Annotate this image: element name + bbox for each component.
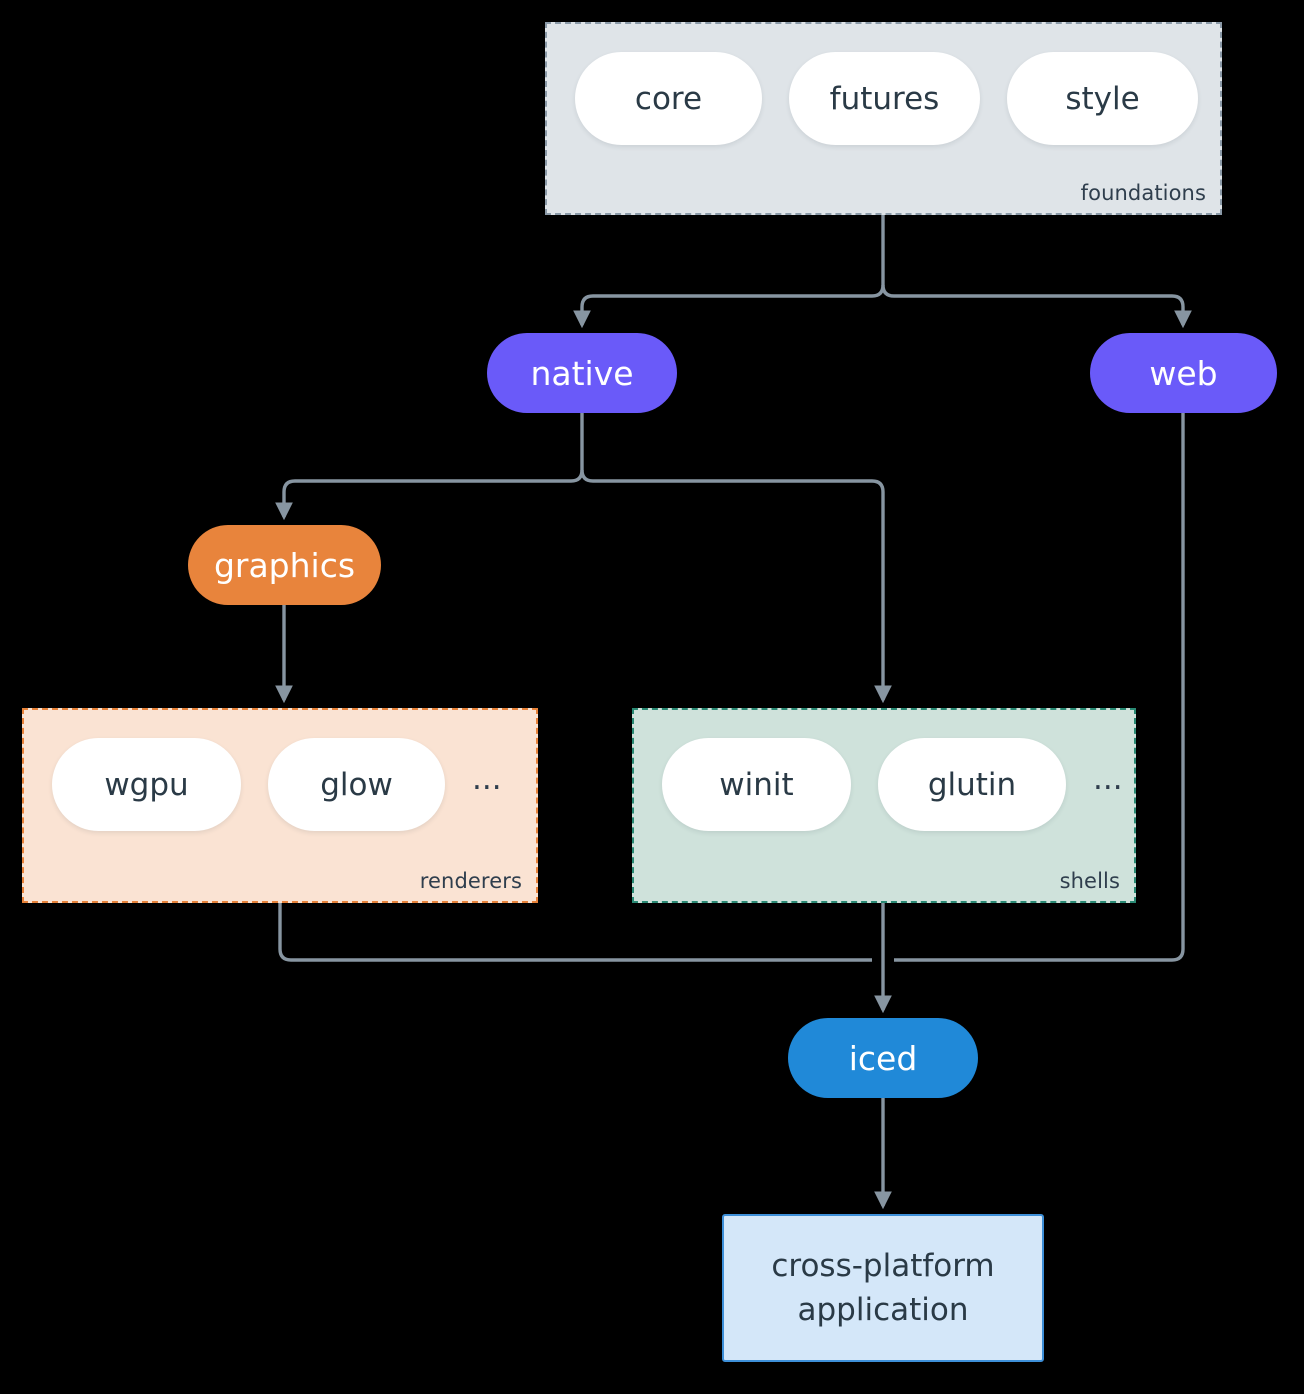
- renderers-pill-row: wgpu glow ...: [52, 738, 502, 831]
- node-graphics[interactable]: graphics: [188, 525, 381, 605]
- node-cross-platform-application[interactable]: cross-platform application: [722, 1214, 1044, 1362]
- shells-ellipsis: ...: [1093, 761, 1123, 797]
- group-label-renderers: renderers: [419, 869, 522, 893]
- node-native[interactable]: native: [487, 333, 677, 413]
- app-line-1: cross-platform: [771, 1247, 995, 1284]
- pill-glutin[interactable]: glutin: [878, 738, 1066, 831]
- app-line-2: application: [797, 1292, 969, 1328]
- edge-foundations-web: [881, 284, 1192, 329]
- pill-core[interactable]: core: [575, 52, 762, 145]
- pill-futures[interactable]: futures: [789, 52, 980, 145]
- group-foundations: core futures style foundations: [545, 22, 1222, 215]
- group-shells: winit glutin ... shells: [632, 708, 1136, 903]
- pill-style[interactable]: style: [1007, 52, 1198, 145]
- shells-pill-row: winit glutin ...: [662, 738, 1123, 831]
- group-renderers: wgpu glow ... renderers: [22, 708, 538, 903]
- edge-native-graphics: [275, 413, 584, 521]
- group-label-foundations: foundations: [1080, 181, 1206, 205]
- foundations-pill-row: core futures style: [575, 52, 1198, 145]
- pill-winit[interactable]: winit: [662, 738, 851, 831]
- group-label-shells: shells: [1059, 869, 1120, 893]
- edge-native-shells: [580, 469, 892, 704]
- pill-glow[interactable]: glow: [268, 738, 445, 831]
- pill-wgpu[interactable]: wgpu: [52, 738, 241, 831]
- node-iced[interactable]: iced: [788, 1018, 978, 1098]
- edge-renderers-iced: [278, 903, 872, 962]
- renderers-ellipsis: ...: [472, 761, 502, 797]
- node-web[interactable]: web: [1090, 333, 1277, 413]
- edge-foundations-split: [573, 215, 885, 329]
